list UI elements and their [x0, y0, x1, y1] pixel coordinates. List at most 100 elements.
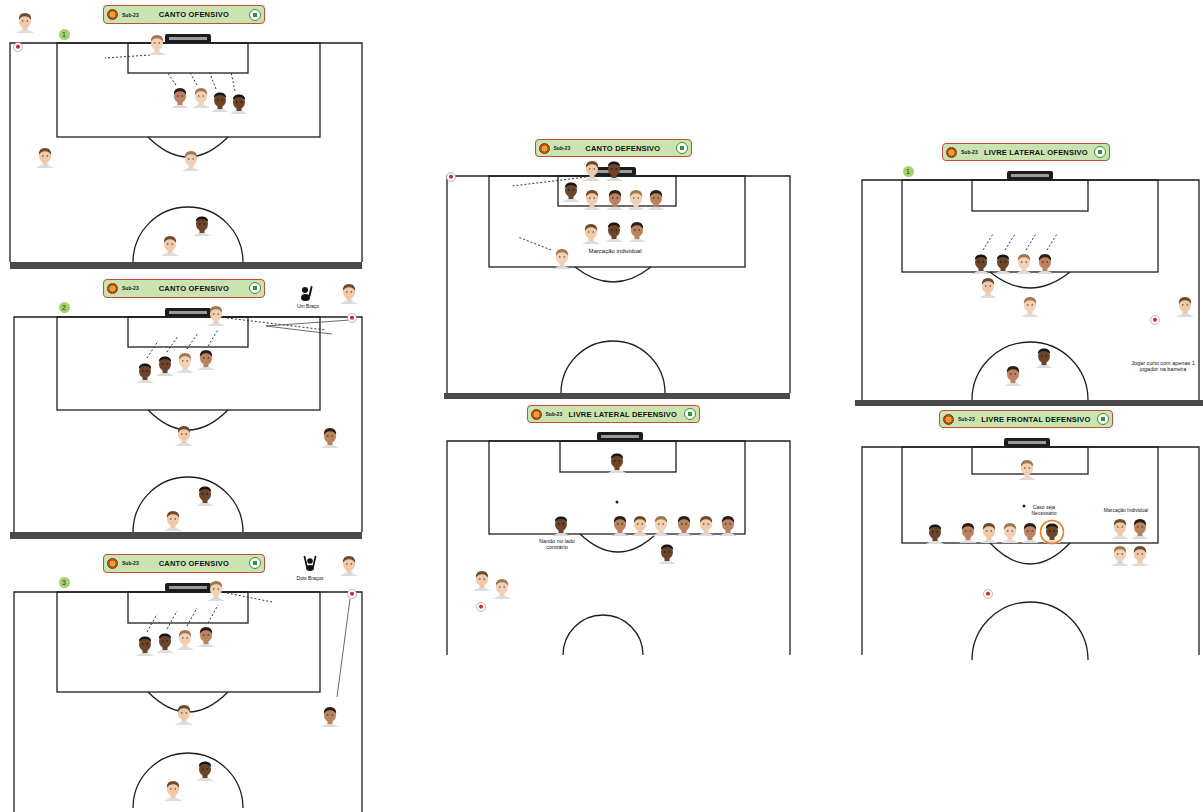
- movement-line: [518, 237, 551, 250]
- league-logo: [1097, 413, 1109, 425]
- separator-bars: [10, 262, 1203, 539]
- centre-circle: [133, 207, 243, 262]
- movement-line: [1026, 234, 1036, 250]
- player: [583, 161, 601, 181]
- player: [553, 249, 571, 269]
- player: [628, 222, 646, 242]
- goal-area: [972, 180, 1088, 211]
- position-dot: [1023, 505, 1026, 508]
- player: [1021, 523, 1039, 543]
- penalty-box: [902, 447, 1158, 543]
- league-logo: [249, 557, 261, 569]
- player: [562, 183, 580, 203]
- player: [36, 148, 54, 168]
- header-title: CANTO OFENSIVO: [143, 559, 245, 568]
- annotation: Um Braço: [297, 304, 319, 310]
- ball: [348, 314, 357, 323]
- player: [161, 236, 179, 256]
- one-arm-signal: [301, 286, 313, 301]
- player: [493, 579, 511, 599]
- player: [207, 581, 225, 601]
- header-title: CANTO OFENSIVO: [143, 10, 245, 19]
- movement-line: [209, 71, 216, 89]
- centre-circle: [972, 602, 1088, 660]
- club-logo: [539, 143, 550, 154]
- centre-circle: [563, 615, 643, 655]
- highlight-ring: [1041, 521, 1064, 544]
- movement-line: [105, 55, 150, 58]
- ball: [984, 590, 993, 599]
- player: [675, 516, 693, 536]
- annotation: Caso seja Necessário: [1029, 505, 1059, 517]
- player: [473, 571, 491, 591]
- set-piece-header: Sub-23LIVRE LATERAL DEFENSIVO: [527, 405, 700, 423]
- set-piece-header: Sub-23CANTO OFENSIVO: [103, 554, 265, 573]
- player: [611, 516, 629, 536]
- player: [697, 516, 715, 536]
- league-logo: [684, 408, 696, 420]
- ball-paths: [266, 320, 350, 697]
- player: [608, 454, 626, 474]
- player: [1021, 297, 1039, 317]
- goal: [165, 583, 211, 592]
- separator-bar: [10, 262, 362, 269]
- annotation: Marcação individual: [588, 248, 641, 255]
- player: [605, 223, 623, 243]
- player: [582, 224, 600, 244]
- movement-line: [167, 336, 178, 352]
- player: [211, 93, 229, 113]
- player: [627, 190, 645, 210]
- player: [972, 255, 990, 275]
- player: [606, 190, 624, 210]
- player: [321, 707, 339, 727]
- player: [605, 162, 623, 182]
- movement-line: [227, 318, 326, 330]
- club-logo: [107, 558, 118, 569]
- centre-circle: [972, 342, 1088, 400]
- movement-line: [147, 341, 158, 358]
- team-tag: Sub-23: [961, 149, 978, 155]
- goal-area: [128, 592, 248, 623]
- movement-line: [187, 333, 198, 349]
- pitch-line: [447, 176, 790, 393]
- player: [136, 364, 154, 384]
- goal-area: [128, 43, 248, 73]
- pitch-lines: [10, 43, 1199, 812]
- player: [1131, 519, 1149, 539]
- ball: [477, 603, 486, 612]
- header-title: CANTO OFENSIVO: [143, 284, 245, 293]
- player: [552, 517, 570, 537]
- signal-icons: [301, 286, 317, 571]
- player: [171, 88, 189, 108]
- callout-number-text: 2: [62, 304, 66, 311]
- league-logo: [249, 282, 261, 294]
- ball: [1151, 316, 1160, 325]
- player: [196, 487, 214, 507]
- callout-number: 1: [59, 29, 70, 40]
- player: [1043, 524, 1061, 544]
- ball: [447, 173, 456, 182]
- player: [207, 306, 225, 326]
- team-tag: Sub-23: [958, 416, 975, 422]
- player: [176, 353, 194, 373]
- position-dot: [616, 501, 619, 504]
- player: [193, 217, 211, 237]
- centre-circle: [561, 341, 665, 393]
- ball-path: [266, 320, 350, 334]
- penalty-box: [57, 592, 320, 692]
- movement-line: [167, 72, 176, 85]
- goals: [165, 34, 1053, 592]
- player: [192, 88, 210, 108]
- player: [175, 426, 193, 446]
- pitch-line: [447, 441, 790, 655]
- movement-line: [167, 611, 177, 629]
- player: [175, 705, 193, 725]
- player: [979, 278, 997, 298]
- goal: [597, 432, 643, 441]
- club-logo: [531, 409, 542, 420]
- player: [156, 357, 174, 377]
- penalty-arc: [580, 534, 656, 552]
- pitch-line: [10, 43, 362, 262]
- callout-number-text: 1: [62, 31, 66, 38]
- player: [583, 190, 601, 210]
